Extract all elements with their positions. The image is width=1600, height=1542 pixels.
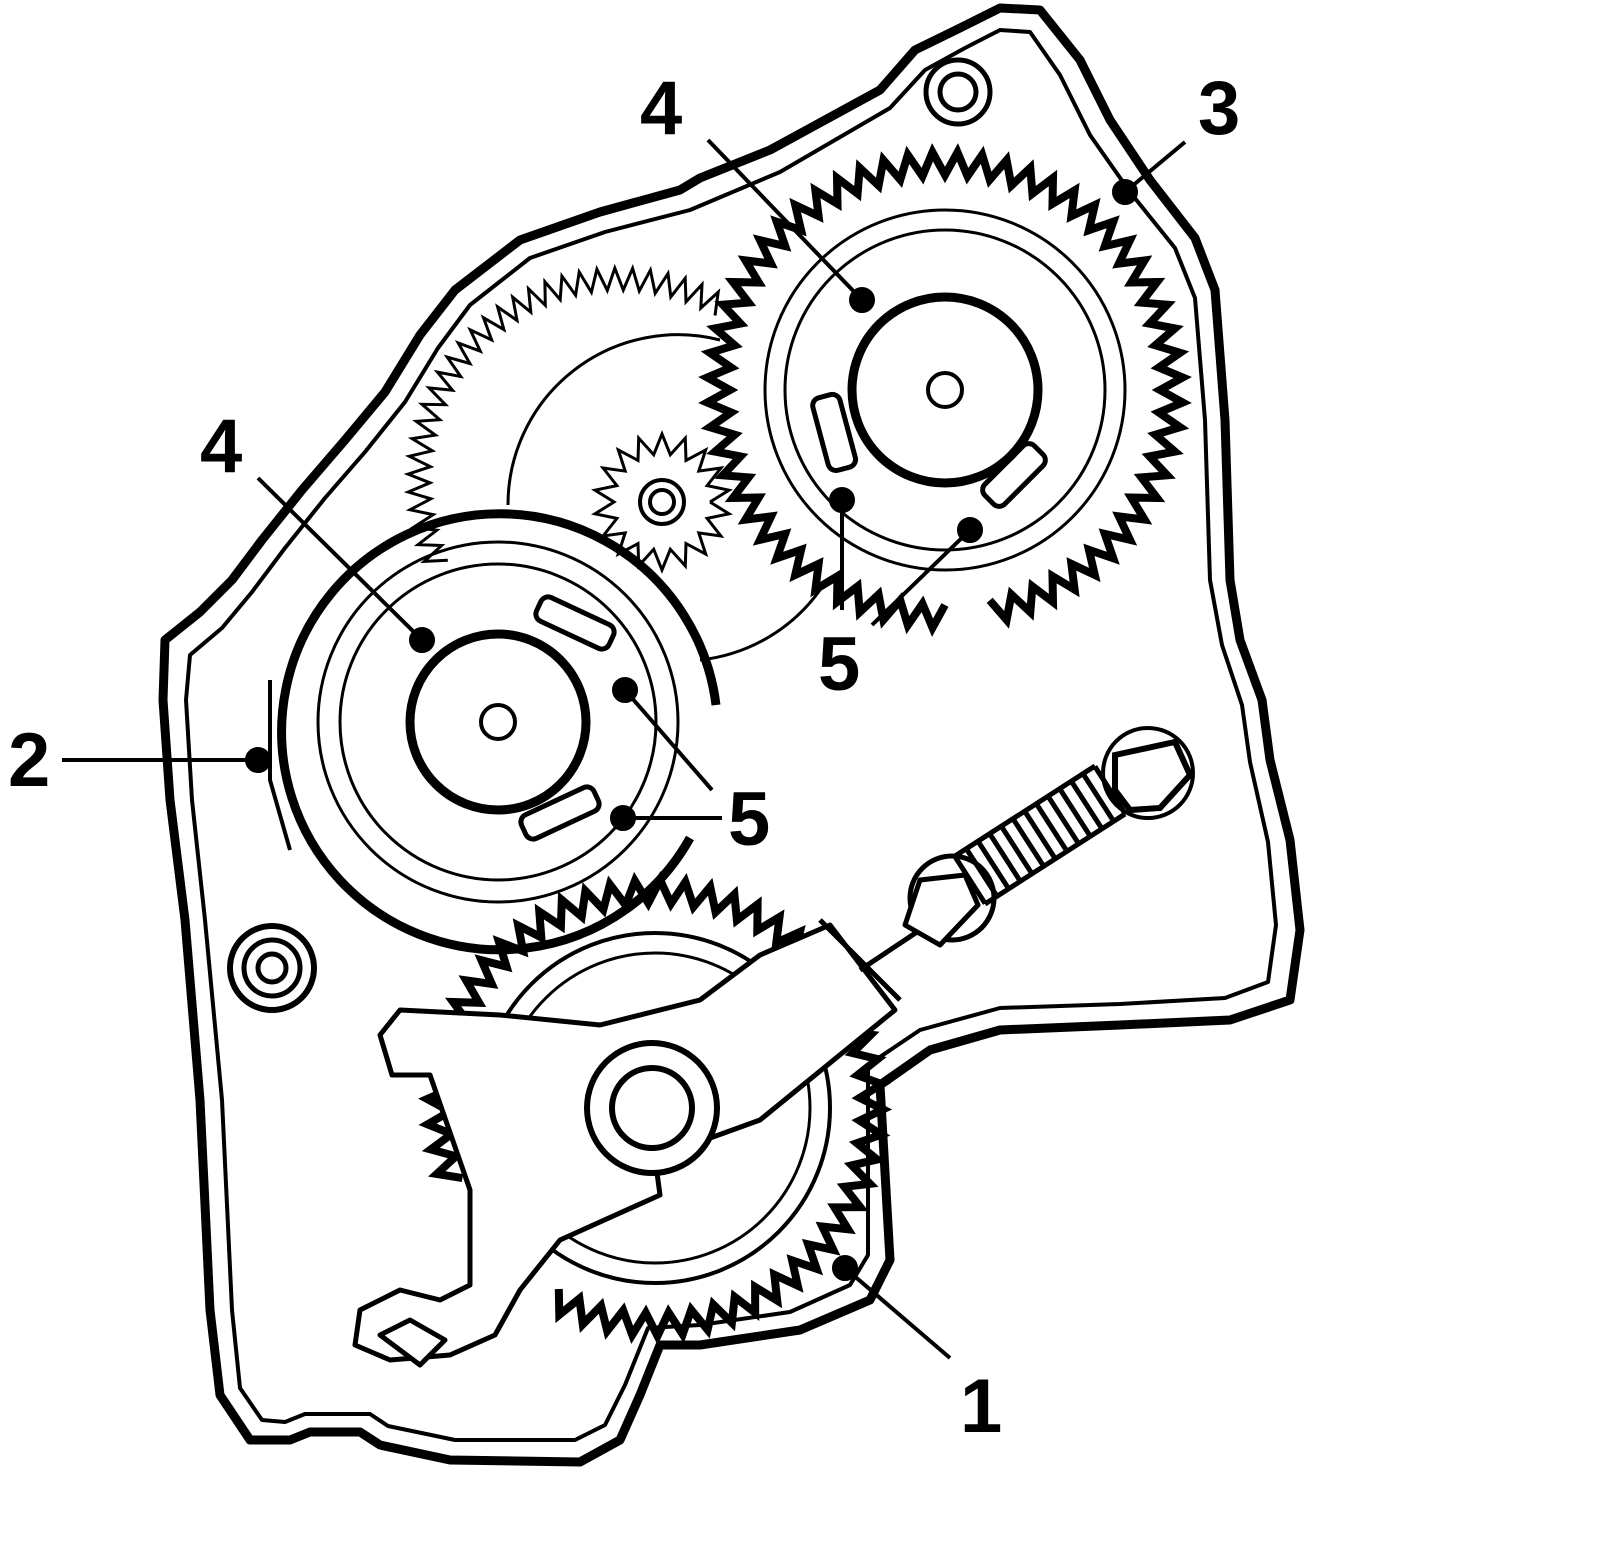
gear-icon: [268, 509, 721, 955]
callout-label-1: 1: [960, 1364, 1002, 1449]
gear-icon: [591, 429, 733, 575]
callout-label-5-upper: 5: [818, 622, 860, 707]
gear-icon: [403, 263, 822, 662]
callout-label-4-lower: 4: [200, 404, 242, 489]
callout-label-4-upper: 4: [640, 66, 682, 151]
callout-label-5-lower: 5: [728, 777, 770, 862]
callout-label-3: 3: [1198, 66, 1240, 151]
leader-lines: [62, 138, 1187, 1360]
housing-inner-outline: [184, 28, 1278, 1442]
gear-icon: [698, 143, 1192, 637]
spring-icon: [952, 726, 1195, 907]
callout-label-2: 2: [8, 718, 50, 803]
lever-arm-icon: [352, 853, 997, 1368]
mounting-boss-icon: [227, 923, 317, 1013]
housing-outer-outline: [158, 3, 1305, 1467]
housing-plate: [158, 3, 1305, 1467]
mounting-boss-icon: [923, 57, 993, 127]
